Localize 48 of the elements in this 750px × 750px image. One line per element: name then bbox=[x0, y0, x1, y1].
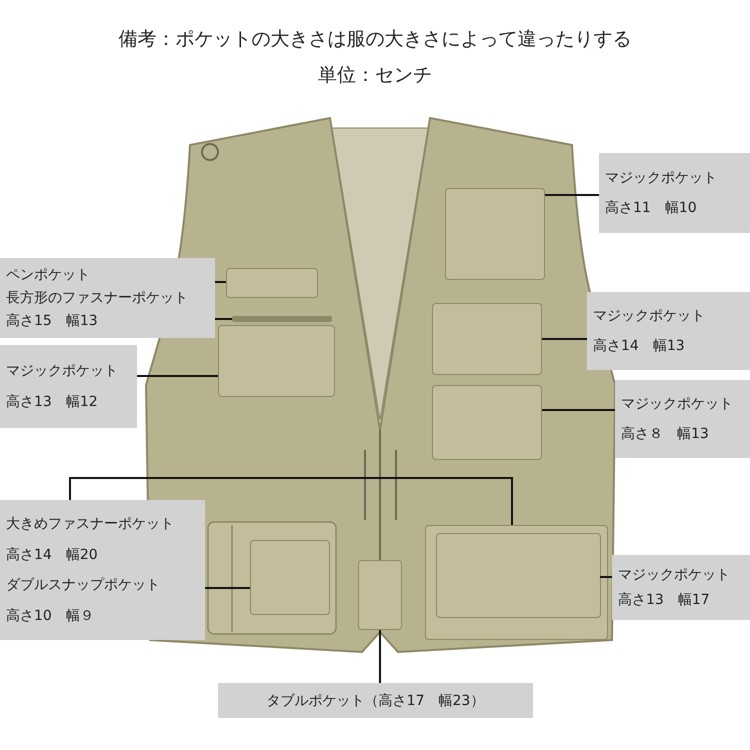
leader-line bbox=[137, 375, 218, 377]
leader-line bbox=[379, 630, 381, 683]
unit-note: 単位：センチ bbox=[318, 64, 432, 86]
pocket bbox=[250, 540, 330, 615]
pocket bbox=[226, 268, 318, 298]
leader-line bbox=[542, 409, 615, 411]
label-box bbox=[599, 153, 750, 233]
pocket bbox=[436, 533, 601, 618]
leader-line bbox=[600, 576, 612, 578]
leader-line bbox=[215, 318, 232, 320]
label-box bbox=[218, 683, 533, 718]
pocket-name: ダブルスナップポケット bbox=[6, 576, 161, 596]
pocket-name: マジックポケット bbox=[6, 362, 119, 381]
label-box bbox=[612, 555, 750, 620]
pocket bbox=[445, 188, 545, 280]
pocket bbox=[425, 525, 608, 640]
pocket-name: 大きめファスナーポケット bbox=[6, 515, 175, 534]
pocket-name: マジックポケット bbox=[621, 395, 734, 414]
label-box bbox=[0, 258, 215, 338]
leader-line bbox=[69, 477, 513, 525]
pocket-name: 高さ15 幅13 bbox=[6, 312, 99, 331]
pocket bbox=[218, 325, 335, 397]
pocket-name: マジックポケット bbox=[593, 307, 706, 326]
size-text: 高さ14 幅20 bbox=[6, 546, 99, 565]
pocket bbox=[358, 560, 402, 630]
label-box bbox=[615, 380, 750, 458]
pocket-name: ペンポケット bbox=[6, 266, 91, 285]
size-text: 高さ10 幅９ bbox=[6, 606, 95, 626]
pocket-size-text: タブルポケット（高さ17 幅23） bbox=[266, 692, 486, 710]
pocket-name: マジックポケット bbox=[618, 566, 731, 585]
pocket-name: マジックポケット bbox=[605, 168, 718, 188]
label-box bbox=[0, 345, 137, 428]
pocket bbox=[432, 303, 542, 375]
leader-line bbox=[545, 194, 599, 196]
label-box bbox=[0, 500, 205, 640]
size-text: 高さ８ 幅13 bbox=[621, 425, 710, 444]
leader-line bbox=[542, 338, 587, 340]
size-text: 高さ13 幅17 bbox=[618, 591, 711, 610]
size-text: 高さ14 幅13 bbox=[593, 337, 686, 356]
title: 備考：ポケットの大きさは服の大きさによって違ったりする bbox=[118, 28, 632, 50]
pocket bbox=[432, 385, 542, 460]
leader-line bbox=[215, 281, 226, 283]
leader-line bbox=[205, 587, 250, 589]
size-text: 高さ11 幅10 bbox=[605, 199, 698, 218]
size-text: 長方形のファスナーポケット bbox=[6, 289, 189, 308]
size-text: 高さ13 幅12 bbox=[6, 393, 99, 412]
zipper bbox=[232, 316, 332, 322]
label-box bbox=[587, 292, 750, 370]
